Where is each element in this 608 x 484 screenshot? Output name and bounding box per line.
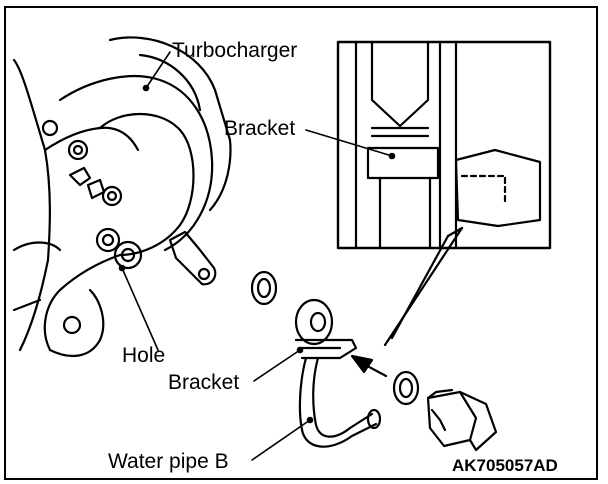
leader-lines bbox=[118, 51, 396, 461]
turbo-bracket-tab bbox=[168, 230, 217, 286]
turbocharger-label: Turbocharger bbox=[172, 39, 298, 62]
hole-label: Hole bbox=[122, 344, 166, 367]
gaskets bbox=[250, 270, 420, 406]
inset-detail bbox=[336, 40, 552, 250]
banjo-bolt bbox=[426, 388, 498, 452]
figure-code: AK705057AD bbox=[452, 456, 558, 475]
figure-frame bbox=[4, 6, 598, 480]
bracket-label-bottom: Bracket bbox=[168, 371, 240, 394]
bracket-label-top: Bracket bbox=[224, 117, 296, 140]
flange-bolts bbox=[41, 119, 123, 335]
hole-opening bbox=[113, 240, 143, 270]
water-pipe-assembly bbox=[294, 298, 382, 448]
water-pipe-label: Water pipe B bbox=[108, 450, 229, 473]
turbocharger-housing bbox=[12, 36, 232, 358]
